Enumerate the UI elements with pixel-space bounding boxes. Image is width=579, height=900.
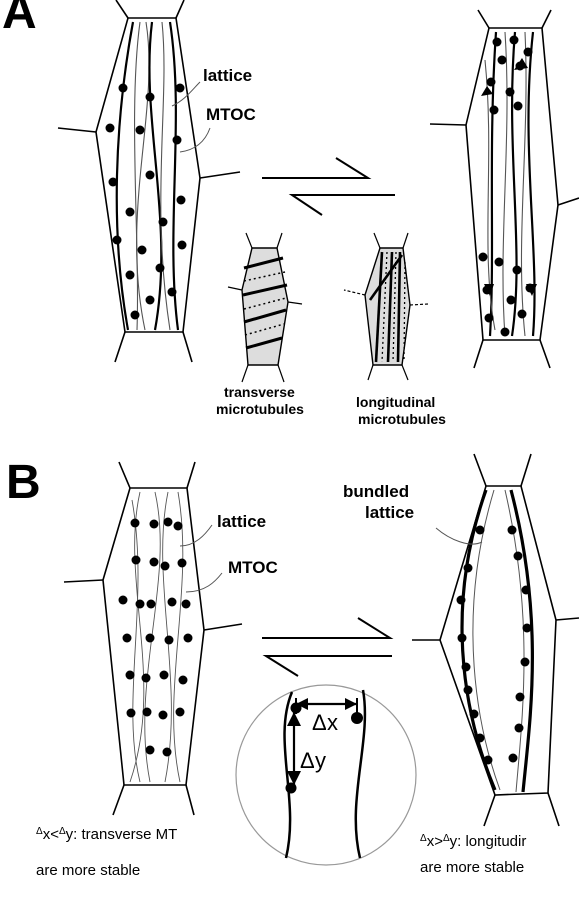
panel-a-transverse-cell: transverse microtubules bbox=[216, 233, 304, 417]
longitudinal-caption-line2: microtubules bbox=[358, 411, 446, 427]
panel-a-letter: A bbox=[2, 0, 37, 39]
inset-dx-delta: Δ bbox=[312, 710, 327, 735]
left-note-line2: are more stable bbox=[36, 862, 140, 879]
panel-b-lattice-label: lattice bbox=[217, 512, 266, 531]
panel-b-bundled-label-line1: bundled bbox=[343, 482, 409, 501]
panel-b-left-leaders bbox=[180, 525, 222, 592]
inset-dx-label: x bbox=[327, 710, 338, 735]
panel-b-left-lattice bbox=[130, 492, 183, 782]
panel-a-equilibrium-arrows bbox=[262, 158, 395, 215]
panel-b-right-cell bbox=[412, 454, 579, 826]
panel-b: B l bbox=[6, 454, 579, 879]
panel-b-right-bundled-lattice bbox=[462, 490, 532, 792]
panel-a: A bbox=[2, 0, 579, 427]
transverse-caption-line1: transverse bbox=[224, 384, 295, 400]
panel-b-right-note: Δx>Δy: longitudir are more stable bbox=[420, 833, 526, 876]
panel-b-left-note: Δx<Δy: transverse MT are more stable bbox=[36, 826, 177, 879]
panel-b-left-mtoc-dots bbox=[119, 518, 193, 757]
panel-a-lattice-label: lattice bbox=[203, 66, 252, 85]
right-note-rel: x> bbox=[427, 833, 444, 850]
svg-text:Δx<Δy: transverse MT: Δx<Δy: transverse MT bbox=[36, 826, 177, 843]
inset-dy-delta: Δ bbox=[300, 748, 315, 773]
panel-b-bundled-label-line2: lattice bbox=[365, 503, 414, 522]
panel-b-equilibrium-arrows bbox=[262, 618, 392, 676]
transverse-caption-line2: microtubules bbox=[216, 401, 304, 417]
panel-a-longitudinal-cell: longitudinal microtubules bbox=[344, 233, 446, 427]
inset-dy-label: y bbox=[315, 748, 326, 773]
longitudinal-caption-line1: longitudinal bbox=[356, 394, 435, 410]
left-note-rel: x< bbox=[43, 826, 60, 843]
svg-text:Δx>Δy: longitudir: Δx>Δy: longitudir bbox=[420, 833, 526, 850]
right-note-line2: are more stable bbox=[420, 859, 524, 876]
right-note-rest: y: longitudir bbox=[450, 833, 527, 850]
panel-b-letter: B bbox=[6, 456, 41, 509]
panel-b-inset: Δ x Δ y bbox=[236, 685, 416, 865]
panel-b-mtoc-label: MTOC bbox=[228, 558, 278, 577]
panel-a-mtoc-label: MTOC bbox=[206, 105, 256, 124]
left-note-rest: y: transverse MT bbox=[66, 826, 178, 843]
